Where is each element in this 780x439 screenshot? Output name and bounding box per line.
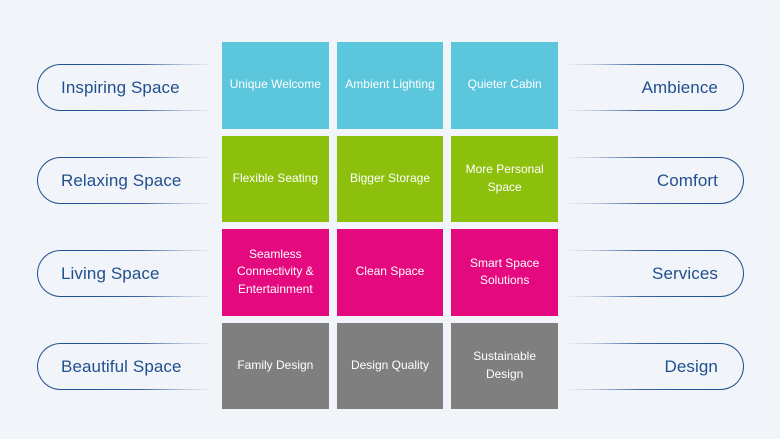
tile-row4-col1[interactable]: Family Design xyxy=(222,322,329,409)
tile-label: Family Design xyxy=(237,357,314,372)
left-label-row-4[interactable]: Beautiful Space xyxy=(37,343,214,390)
pill-line-bottom xyxy=(77,203,214,204)
tile-row2-col3[interactable]: More Personal Space xyxy=(451,135,558,222)
right-label-row-2[interactable]: Comfort xyxy=(566,157,744,204)
tile-label: Ambient Lighting xyxy=(345,77,435,92)
right-label-text: Comfort xyxy=(656,171,718,190)
tile-row3-col3[interactable]: Smart Space Solutions xyxy=(451,229,558,316)
tile-label: Clean Space xyxy=(355,264,425,279)
tile-label: Unique Welcome xyxy=(229,77,321,92)
tile-label: Design Quality xyxy=(350,357,430,372)
pill-line-bottom xyxy=(77,110,214,111)
tile-row3-col2[interactable]: Clean Space xyxy=(336,229,444,316)
right-label-row-1[interactable]: Ambience xyxy=(566,64,744,111)
pill-line-top xyxy=(77,250,214,251)
tile-row1-col1[interactable]: Unique Welcome xyxy=(222,42,329,129)
tile-label: Smart Space Solutions xyxy=(469,255,540,288)
pill-line-bottom xyxy=(566,203,704,204)
pill-line-top xyxy=(77,343,214,344)
left-label-row-2[interactable]: Relaxing Space xyxy=(37,157,214,204)
pill-line-top xyxy=(566,157,704,158)
left-label-text: Living Space xyxy=(61,264,160,283)
pill-line-top xyxy=(77,64,214,65)
pill-line-top xyxy=(77,157,214,158)
left-label-row-3[interactable]: Living Space xyxy=(37,250,214,297)
tile-row1-col2[interactable]: Ambient Lighting xyxy=(336,42,444,129)
pill-line-bottom xyxy=(566,389,704,390)
tile-row4-col2[interactable]: Design Quality xyxy=(336,322,444,409)
right-label-text: Ambience xyxy=(641,78,718,97)
pill-line-top xyxy=(566,343,704,344)
tile-row4-col3[interactable]: Sustainable Design xyxy=(451,322,558,409)
pill-line-bottom xyxy=(77,296,214,297)
pill-line-bottom xyxy=(566,110,704,111)
tile-grid: Unique Welcome Ambient Lighting Quieter … xyxy=(222,42,558,409)
right-label-text: Design xyxy=(664,357,718,376)
right-label-row-4[interactable]: Design xyxy=(566,343,744,390)
tile-label: Bigger Storage xyxy=(349,170,431,185)
tile-row1-col3[interactable]: Quieter Cabin xyxy=(451,42,558,129)
tile-row3-col1[interactable]: Seamless Connectivity & Entertainment xyxy=(222,229,329,316)
pill-line-top xyxy=(566,250,704,251)
pill-line-bottom xyxy=(77,389,214,390)
left-label-text: Beautiful Space xyxy=(61,357,182,376)
pill-line-bottom xyxy=(566,296,704,297)
right-label-row-3[interactable]: Services xyxy=(566,250,744,297)
left-label-text: Inspiring Space xyxy=(61,78,180,97)
pill-line-top xyxy=(566,64,704,65)
tile-label: Sustainable Design xyxy=(473,349,537,381)
left-label-row-1[interactable]: Inspiring Space xyxy=(37,64,214,111)
tile-label: Quieter Cabin xyxy=(467,77,542,92)
tile-label: Seamless Connectivity & Entertainment xyxy=(236,246,314,297)
right-label-text: Services xyxy=(652,264,718,283)
tile-label: Flexible Seating xyxy=(232,170,319,185)
tile-row2-col2[interactable]: Bigger Storage xyxy=(336,135,444,222)
tile-label: More Personal Space xyxy=(465,162,544,194)
tile-row2-col1[interactable]: Flexible Seating xyxy=(222,135,329,222)
left-label-text: Relaxing Space xyxy=(61,171,182,190)
